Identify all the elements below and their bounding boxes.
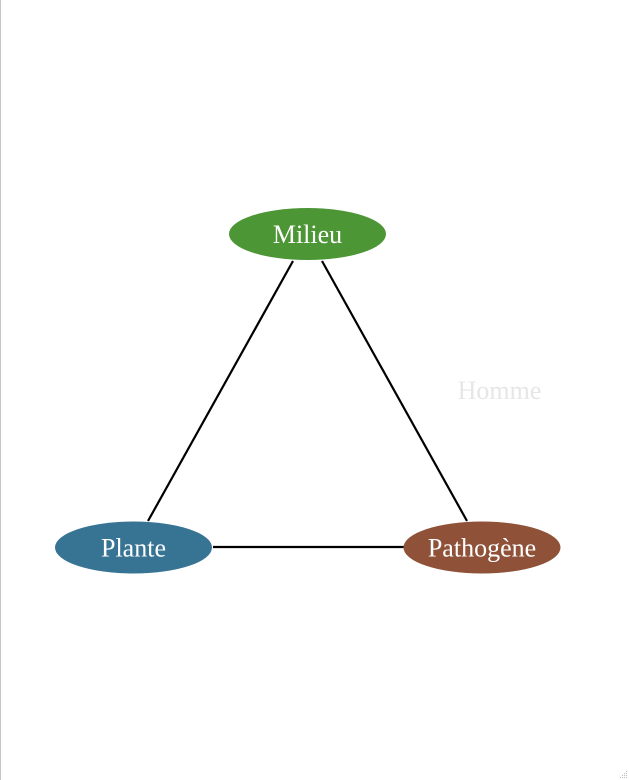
node-plante-shape: [55, 521, 212, 574]
node-plante: Plante: [55, 521, 212, 574]
resize-grip-icon[interactable]: [618, 769, 628, 779]
edge-milieu-plante: [147, 260, 294, 522]
node-pathogene-shape: [403, 521, 561, 574]
node-pathogene: Pathogène: [403, 521, 561, 574]
edge-milieu-pathogene: [321, 260, 468, 522]
node-pathogene-label: Pathogène: [428, 534, 536, 563]
node-milieu: Milieu: [229, 208, 386, 260]
faint-label-homme: Homme: [458, 376, 542, 405]
node-milieu-shape: [229, 208, 386, 260]
node-milieu-label: Milieu: [273, 220, 342, 249]
node-plante-label: Plante: [101, 534, 166, 563]
left-border: [0, 0, 1, 780]
